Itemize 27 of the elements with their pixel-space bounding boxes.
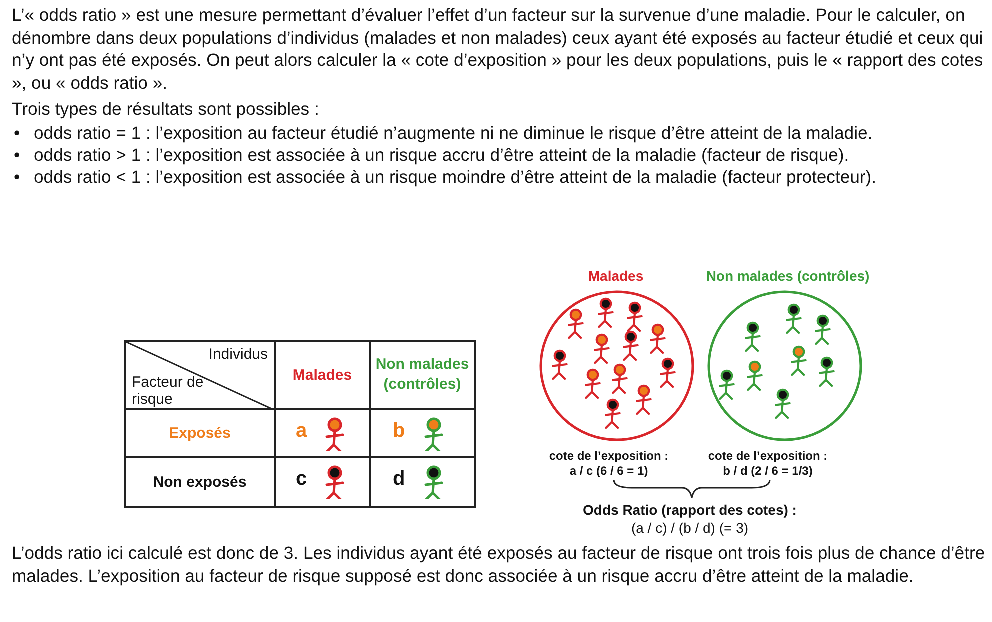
table-header: Facteur de risque [132, 374, 204, 408]
bullet-item: odds ratio = 1 : l’exposition au facteur étudié n’augmente ni ne diminue le risque d’être atteint de la maladie. [34, 123, 873, 143]
bullet-marker: • [14, 122, 20, 144]
column-header: Non malades (contrôles) [370, 341, 475, 409]
formula-text: b / d (2 / 6 = 1/3) [722, 464, 814, 478]
formula-text: (a / c) / (b / d) (= 3) [630, 520, 750, 536]
table-header: Individus [208, 346, 268, 363]
formula-text: cote de l’exposition : [707, 449, 829, 463]
cell-letter: a [296, 420, 308, 443]
bullet-marker: • [14, 144, 20, 166]
row-header: Exposés [125, 409, 275, 457]
row-header: Non exposés [125, 457, 275, 507]
column-header: Malades [275, 341, 370, 409]
bullet-item: odds ratio > 1 : l’exposition est associée à un risque accru d’être atteint de la maladie (facteur de risque). [34, 145, 850, 165]
formula-text: cote de l’exposition : [548, 449, 670, 463]
group-heading: Malades [587, 268, 645, 284]
group-heading: Non malades (contrôles) [705, 268, 871, 284]
cell-letter: b [393, 420, 406, 443]
bullet-marker: • [14, 166, 20, 188]
cell-letter: c [296, 468, 308, 491]
paragraph: L’« odds ratio » est une mesure permettant d’évaluer l’effet d’un facteur sur la survenue d’une maladie. Pour le calculer, on dénombre dans deux populations d’individus (malades et non malades) ceux ayant été exposés au facteur étudié et ceux qui n’y ont pas été exposés. On peut alors calculer la « cote d’exposition » pour les deux populations, puis le « rapport des cotes », ou « odds ratio ». [12, 4, 984, 94]
bullet-item: odds ratio < 1 : l’exposition est associée à un risque moindre d’être atteint de la maladie (facteur protecteur). [34, 167, 877, 187]
formula-text: Odds Ratio (rapport des cotes) : [582, 502, 798, 518]
paragraph: Trois types de résultats sont possibles : [12, 98, 320, 120]
formula-text: a / c (6 / 6 = 1) [568, 464, 650, 478]
cell-letter: d [393, 468, 406, 491]
paragraph: L’odds ratio ici calculé est donc de 3. Les individus ayant été exposés au facteur de risque ont trois fois plus de chance d’être malades. L’exposition au facteur de risque supposé est donc associée à un risque accru d’être atteint de la maladie. [12, 542, 986, 587]
